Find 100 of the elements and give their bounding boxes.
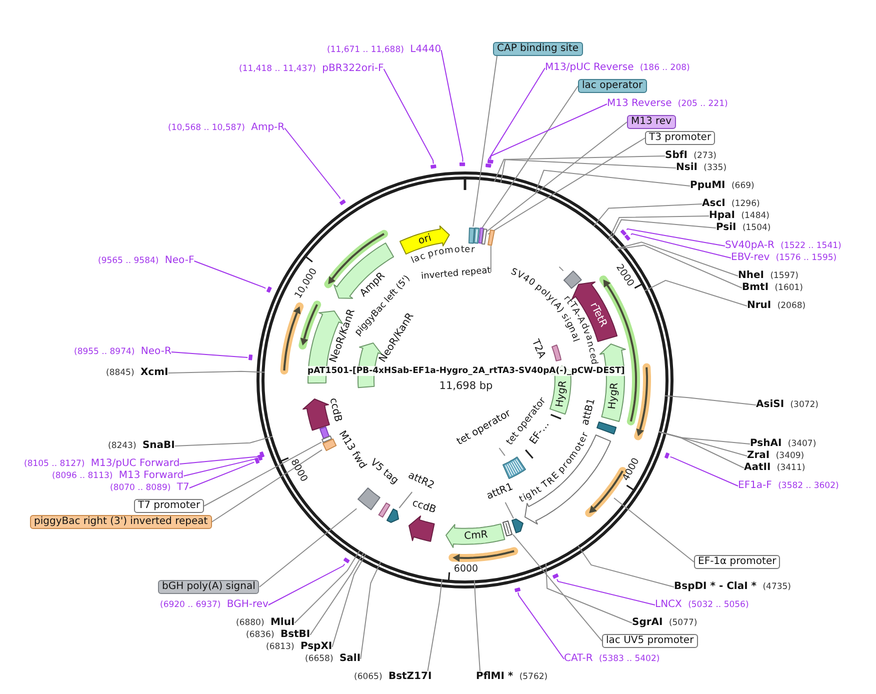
primer-label: SV40pA-R (1522 .. 1541) [725, 240, 844, 252]
leader-line [626, 228, 726, 246]
leader-line [608, 216, 710, 240]
leader-line [490, 104, 608, 160]
leader-line [535, 170, 690, 193]
site-mark [459, 162, 466, 166]
restriction-site-label: (6813) PspXI [263, 641, 332, 653]
site-mark [430, 164, 438, 169]
restriction-site-label: ZraI (3409) [747, 450, 808, 462]
feature-label: CAP binding site [493, 42, 583, 56]
feature-label: EF-1α promoter [694, 555, 780, 569]
leader-line [658, 431, 748, 456]
primer-label: (10,568 .. 10,587) Amp-R [165, 122, 285, 134]
leader-line [616, 244, 742, 288]
restriction-site-label: NsiI (335) [676, 162, 730, 174]
leader-line [610, 219, 716, 242]
restriction-site-label: PpuMI (669) [690, 180, 758, 192]
feature-label: V5 tag [368, 457, 400, 487]
restriction-site-label: HpaI (1484) [709, 210, 772, 222]
scale-label: 8000 [288, 458, 309, 484]
leader-line [179, 455, 260, 464]
leader-line [614, 498, 694, 562]
leader-line [494, 156, 666, 182]
feature-label: piggyBac right (3') inverted repeat [30, 515, 212, 529]
restriction-site-label: NheI (1597) [738, 270, 802, 282]
leader-line [490, 246, 492, 272]
primer-label: (6920 .. 6937) BGH-rev [157, 599, 268, 611]
feature-block [321, 434, 333, 444]
restriction-site-label: NruI (2068) [747, 300, 809, 312]
feature-block [322, 438, 338, 452]
feature-block [502, 520, 514, 536]
leader-line [644, 280, 748, 306]
restriction-site-label: PshAI (3407) [750, 438, 820, 450]
leader-line [211, 449, 322, 522]
site-mark [514, 586, 521, 592]
feature-label: bGH poly(A) signal [158, 580, 260, 594]
site-mark [256, 454, 263, 461]
primer-label: CAT-R (5383 .. 5402) [564, 653, 663, 665]
feature-block [481, 228, 488, 245]
leader-line [194, 260, 266, 289]
restriction-site-label: PflMI * (5762) [476, 671, 551, 683]
leader-line [664, 395, 756, 406]
scale-label: 4000 [622, 456, 643, 484]
leader-line [294, 550, 360, 624]
feature-block [473, 226, 481, 244]
site-mark [254, 457, 260, 465]
plasmid-name: pAT1501-[PB-4xHSab-EF1a-Hygro_2A_rtTA3-SV40pA(-)_pCW-DEST] [306, 366, 627, 376]
feature-block [468, 226, 476, 244]
restriction-site-label: (6065) BstZ17I [351, 671, 432, 683]
leader-line [658, 431, 744, 468]
feature-label: lac UV5 promoter [602, 634, 698, 648]
site-mark [343, 557, 350, 564]
site-mark [664, 452, 670, 460]
leader-line [268, 564, 346, 606]
feature-label: attR1 [485, 482, 515, 502]
primer-label: M13 Reverse (205 .. 221) [607, 98, 731, 110]
primer-label: EF1a-F (3582 .. 3602) [738, 480, 842, 492]
site-mark [486, 159, 494, 165]
leader-line [488, 138, 646, 235]
site-mark [259, 451, 266, 458]
leader-line [556, 578, 656, 606]
feature-label: T3 promoter [645, 131, 716, 145]
leader-line [474, 580, 480, 672]
plasmid-length: 11,698 bp [439, 380, 493, 392]
restriction-site-label: (8845) XcmI [103, 367, 168, 379]
restriction-site-label: AsiSI (3072) [756, 399, 822, 411]
primer-label: LNCX (5032 .. 5056) [655, 599, 752, 611]
primer-label: (8096 .. 8113) M13 Forward [49, 470, 184, 482]
leader-line [616, 242, 738, 276]
leader-line [512, 534, 602, 642]
primer-label: (9565 .. 9584) Neo-F [95, 255, 194, 267]
restriction-site-label: (6836) BstBI [243, 629, 310, 641]
leader-line [258, 508, 358, 588]
leader-line [427, 578, 442, 672]
leader-line [284, 128, 341, 200]
restriction-site-label: SgrAI (5077) [632, 617, 700, 629]
restriction-site-label: SbfI (273) [665, 150, 720, 162]
restriction-site-label: BmtI (1601) [742, 282, 806, 294]
leader-line [545, 562, 632, 624]
leader-line [183, 458, 257, 476]
feature-label: attR2 [406, 470, 436, 492]
leader-line [500, 159, 676, 184]
leader-line [472, 56, 498, 228]
leader-line [188, 462, 255, 488]
primer-label: (8070 .. 8089) T7 [107, 482, 190, 494]
feature-block [356, 487, 380, 511]
feature-block [563, 270, 583, 290]
leader-line [440, 50, 464, 162]
leader-line [170, 352, 248, 358]
feature-label: T7 promoter [134, 499, 204, 513]
leader-line [204, 442, 322, 506]
primer-label: M13/pUC Reverse (186 .. 208) [545, 62, 693, 74]
site-mark [620, 229, 627, 236]
restriction-site-label: (8243) SnaBI [105, 440, 175, 452]
leader-line [498, 448, 506, 456]
leader-line [578, 545, 674, 588]
primer-label: (11,671 .. 11,688) L4440 [324, 44, 442, 56]
site-mark [266, 286, 272, 294]
primer-label: (8105 .. 8127) M13/pUC Forward [21, 458, 180, 470]
leader-line [593, 204, 702, 227]
